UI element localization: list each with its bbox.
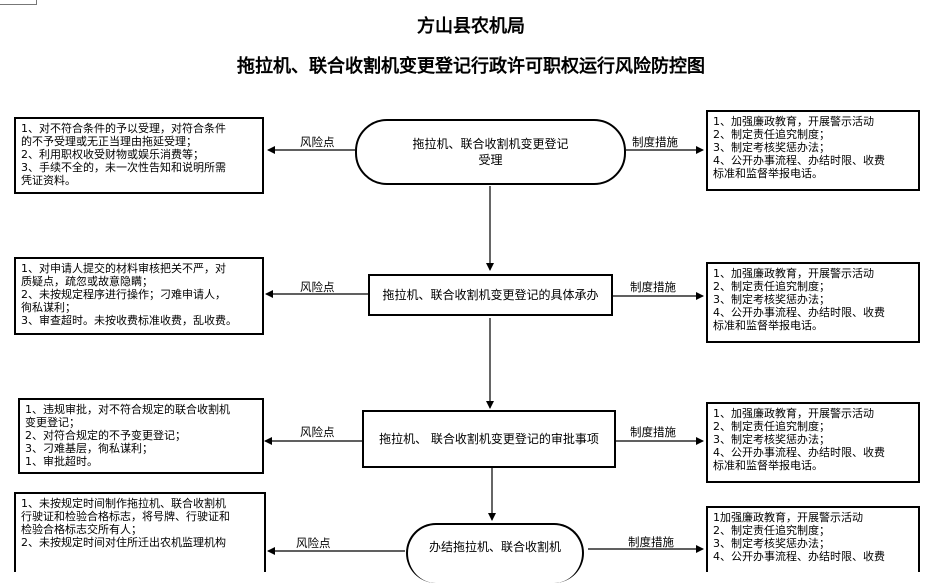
measure-line: 1、加强廉政教育，开展警示活动 xyxy=(713,407,874,420)
risk-line: 1、审批超时。 xyxy=(25,455,98,468)
measure-line: 4、公开办事流程、办结时限、收费 xyxy=(713,306,885,319)
risk-line: 1、对申请人提交的材料审核把关不严，对 xyxy=(21,262,226,275)
risk-line: 2、未按规定程序进行操作；刁难申请人， xyxy=(21,288,226,301)
measure-box-4: 1加强廉政教育，开展警示活动 2、制定责任追究制度； 3、制定考核奖惩办法； 4… xyxy=(706,506,920,572)
risk-box-3: 1、违规审批，对不符合规定的联合收割机 变更登记； 2、对符合规定的不予变更登记… xyxy=(18,398,264,474)
measure-line: 3、制定考核奖惩办法； xyxy=(713,141,830,154)
risk-line: 1、对不符合条件的予以受理，对符合条件 xyxy=(21,122,226,135)
measure-line: 1、加强廉政教育，开展警示活动 xyxy=(713,267,874,280)
measure-label-1: 制度措施 xyxy=(632,135,678,149)
risk-line: 凭证资料。 xyxy=(21,174,76,187)
process-text: 拖拉机、联合收割机变更登记 xyxy=(412,137,569,151)
measure-line: 标准和监督举报电话。 xyxy=(713,167,823,180)
risk-line: 1、未按规定时间制作拖拉机、联合收割机 xyxy=(21,497,226,510)
risk-line: 的不予受理或无正当理由拖延受理； xyxy=(21,135,197,148)
risk-line: 2、利用职权收受财物或娱乐消费等； xyxy=(21,148,204,161)
risk-box-4: 1、未按规定时间制作拖拉机、联合收割机 行驶证和检验合格标志，将号牌、行驶证和 … xyxy=(14,492,266,572)
risk-label-1: 风险点 xyxy=(300,135,335,149)
measure-line: 1、加强廉政教育，开展警示活动 xyxy=(713,115,874,128)
risk-line: 3、刁难基层，徇私谋利； xyxy=(25,442,153,455)
risk-line: 徇私谋利； xyxy=(21,301,76,314)
measure-line: 3、制定考核奖惩办法； xyxy=(713,537,830,550)
measure-line: 3、制定考核奖惩办法； xyxy=(713,433,830,446)
measure-line: 4、公开办事流程、办结时限、收费 xyxy=(713,550,885,563)
risk-line: 1、违规审批，对不符合规定的联合收割机 xyxy=(25,403,230,416)
measure-line: 4、公开办事流程、办结时限、收费 xyxy=(713,446,885,459)
measure-label-2: 制度措施 xyxy=(630,280,676,294)
process-step-2: 拖拉机、联合收割机变更登记的具体承办 xyxy=(368,274,613,316)
risk-line: 质疑点，疏忽或故意隐瞒； xyxy=(21,275,153,288)
process-step-3: 拖拉机、 联合收割机变更登记的审批事项 xyxy=(362,410,616,468)
process-text: 受理 xyxy=(478,153,503,167)
risk-line: 3、审查超时。未按收费标准收费，乱收费。 xyxy=(21,314,237,327)
measure-line: 标准和监督举报电话。 xyxy=(713,319,823,332)
diagram-title: 拖拉机、联合收割机变更登记行政许可职权运行风险防控图 xyxy=(237,56,705,77)
risk-box-2: 1、对申请人提交的材料审核把关不严，对 质疑点，疏忽或故意隐瞒； 2、未按规定程… xyxy=(14,257,264,335)
org-name: 方山县农机局 xyxy=(417,16,525,37)
risk-line: 2、未按规定时间对住所迁出农机监理机构 xyxy=(21,536,226,549)
measure-box-2: 1、加强廉政教育，开展警示活动 2、制定责任追究制度； 3、制定考核奖惩办法； … xyxy=(706,262,920,343)
risk-line: 变更登记； xyxy=(25,416,80,429)
risk-box-1: 1、对不符合条件的予以受理，对符合条件 的不予受理或无正当理由拖延受理； 2、利… xyxy=(14,117,264,194)
process-text: 拖拉机、 联合收割机变更登记的审批事项 xyxy=(379,432,599,446)
risk-line: 2、对符合规定的不予变更登记； xyxy=(25,429,186,442)
process-text: 拖拉机、联合收割机变更登记的具体承办 xyxy=(382,288,599,302)
risk-label-2: 风险点 xyxy=(300,280,335,294)
risk-label-4: 风险点 xyxy=(296,536,331,550)
window-corner-marker xyxy=(0,0,37,5)
risk-line: 3、手续不全的，未一次性告知和说明所需 xyxy=(21,161,226,174)
measure-line: 标准和监督举报电话。 xyxy=(713,459,823,472)
measure-label-4: 制度措施 xyxy=(628,535,674,549)
flow-connectors xyxy=(264,146,704,555)
measure-line: 2、制定责任追究制度； xyxy=(713,420,830,433)
process-step-1: 拖拉机、联合收割机变更登记 受理 xyxy=(355,119,626,185)
measure-line: 2、制定责任追究制度； xyxy=(713,524,830,537)
risk-line: 行驶证和检验合格标志，将号牌、行驶证和 xyxy=(21,510,230,523)
measure-line: 2、制定责任追究制度； xyxy=(713,128,830,141)
measure-line: 3、制定考核奖惩办法； xyxy=(713,293,830,306)
measure-box-3: 1、加强廉政教育，开展警示活动 2、制定责任追究制度； 3、制定考核奖惩办法； … xyxy=(706,402,920,483)
measure-label-3: 制度措施 xyxy=(630,425,676,439)
process-step-4: 办结拖拉机、联合收割机 xyxy=(406,523,584,583)
risk-line: 检验合格标志交所有人； xyxy=(21,523,142,536)
measure-line: 1加强廉政教育，开展警示活动 xyxy=(713,511,863,524)
measure-line: 4、公开办事流程、办结时限、收费 xyxy=(713,154,885,167)
risk-label-3: 风险点 xyxy=(300,425,335,439)
process-text: 办结拖拉机、联合收割机 xyxy=(428,540,561,554)
measure-line: 2、制定责任追究制度； xyxy=(713,280,830,293)
measure-box-1: 1、加强廉政教育，开展警示活动 2、制定责任追究制度； 3、制定考核奖惩办法； … xyxy=(706,110,920,191)
